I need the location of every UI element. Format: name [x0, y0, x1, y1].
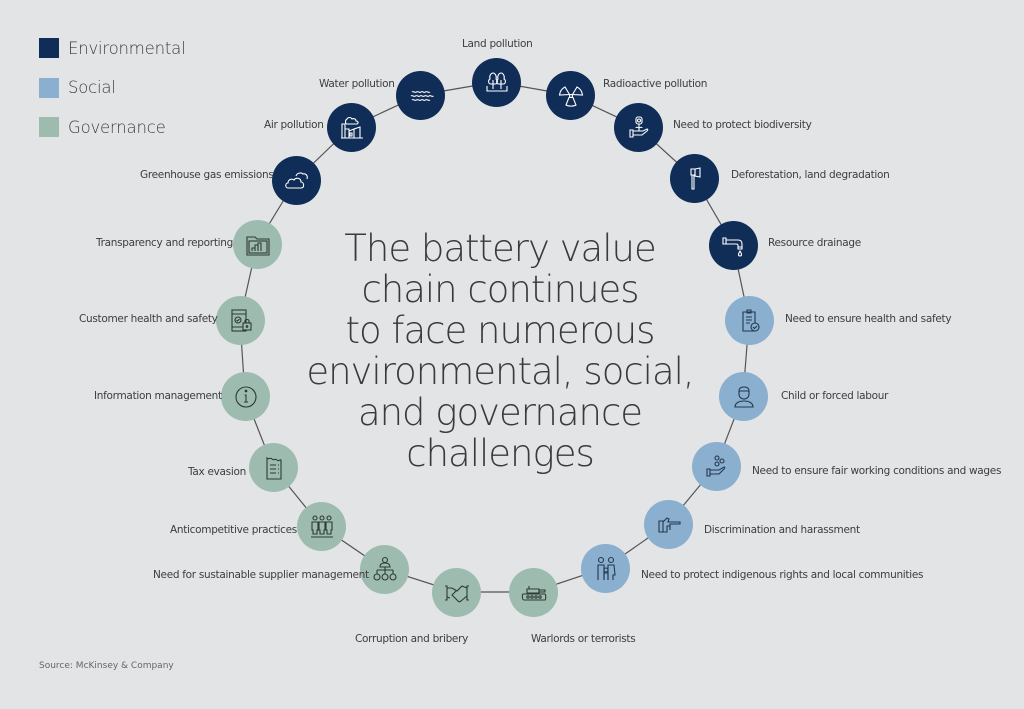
legend-swatch-social: [39, 77, 59, 98]
node-supplier-management: [360, 545, 409, 594]
title-line: and governance: [357, 391, 643, 434]
title-line: challenges: [406, 432, 594, 475]
axe-icon: [689, 166, 701, 190]
legend-label: Governance: [68, 117, 166, 137]
handshake-icon: [444, 584, 469, 602]
org-chart-icon: [372, 556, 397, 581]
node-child-labour: [719, 372, 768, 421]
title-line: to face numerous: [345, 309, 656, 352]
trees-icon: [485, 71, 508, 92]
node-label: Land pollution: [462, 38, 533, 50]
node-label: Resource drainage: [768, 237, 861, 249]
tank-icon: [521, 585, 546, 601]
page-title: The battery value chain continues to fac…: [300, 228, 700, 474]
node-label: Need to protect indigenous rights and lo…: [641, 569, 924, 581]
info-icon: [234, 385, 257, 408]
legend-item-governance: Governance: [39, 117, 185, 137]
pointing-hand-icon: [657, 516, 681, 533]
node-greenhouse-gas: [272, 156, 321, 205]
node-label: Air pollution: [264, 119, 324, 131]
node-label: Customer health and safety: [79, 313, 218, 325]
node-label: Greenhouse gas emissions: [140, 169, 274, 181]
radiation-icon: [558, 85, 583, 107]
node-label: Discrimination and harassment: [704, 524, 860, 536]
legend-item-environmental: Environmental: [39, 38, 186, 58]
node-health-safety: [725, 296, 774, 345]
node-warlords: [509, 568, 558, 617]
node-anticompetitive: [297, 502, 346, 551]
node-water-pollution: [396, 71, 445, 120]
node-label: Need for sustainable supplier management: [153, 569, 369, 581]
node-label: Anticompetitive practices: [170, 524, 297, 536]
node-label: Need to ensure health and safety: [785, 313, 952, 325]
legend-swatch-environmental: [39, 38, 59, 58]
flower-hand-icon: [628, 115, 648, 138]
title-line: The battery value: [344, 227, 656, 270]
node-label: Warlords or terrorists: [531, 633, 636, 645]
waves-icon: [410, 90, 434, 101]
node-label: Need to ensure fair working conditions a…: [752, 465, 1002, 477]
factory-icon: [340, 116, 363, 139]
folder-chart-icon: [245, 235, 270, 256]
legend-label: Environmental: [68, 38, 186, 58]
node-radioactive-pollution: [546, 71, 595, 120]
device-lock-icon: [230, 308, 252, 332]
node-label: Child or forced labour: [781, 390, 889, 402]
legend-swatch-governance: [39, 117, 59, 137]
node-label: Information management: [94, 390, 222, 402]
node-fair-wages: [692, 442, 741, 491]
worker-icon: [733, 385, 754, 408]
node-indigenous-rights: [581, 544, 630, 593]
node-land-pollution: [472, 58, 521, 107]
legend: Environmental Social Governance: [39, 38, 186, 157]
family-icon: [596, 556, 616, 580]
node-label: Radioactive pollution: [603, 78, 708, 90]
people-group-icon: [310, 514, 333, 538]
node-discrimination: [644, 500, 693, 549]
legend-label: Social: [68, 78, 116, 97]
node-tax-evasion: [249, 443, 298, 492]
node-customer-health: [216, 296, 265, 345]
hand-coins-icon: [705, 454, 725, 477]
node-deforestation: [670, 154, 719, 203]
node-transparency: [233, 220, 282, 269]
node-label: Need to protect biodiversity: [673, 119, 812, 131]
node-label: Tax evasion: [188, 466, 246, 478]
node-label: Deforestation, land degradation: [731, 169, 890, 181]
node-information-management: [221, 372, 270, 421]
clipboard-check-icon: [741, 308, 760, 332]
receipt-icon: [265, 456, 282, 480]
node-resource-drainage: [709, 221, 758, 270]
legend-item-social: Social: [39, 77, 185, 98]
node-corruption: [432, 568, 481, 617]
faucet-icon: [721, 236, 743, 257]
title-line: chain continues: [361, 268, 639, 311]
title-line: environmental, social,: [306, 350, 694, 393]
node-label: Corruption and bribery: [355, 633, 469, 645]
node-label: Transparency and reporting: [96, 237, 233, 249]
node-biodiversity: [614, 103, 663, 152]
clouds-icon: [284, 171, 308, 189]
source-note: Source: McKinsey & Company: [39, 661, 174, 671]
node-label: Water pollution: [319, 78, 395, 90]
node-air-pollution: [327, 103, 376, 152]
